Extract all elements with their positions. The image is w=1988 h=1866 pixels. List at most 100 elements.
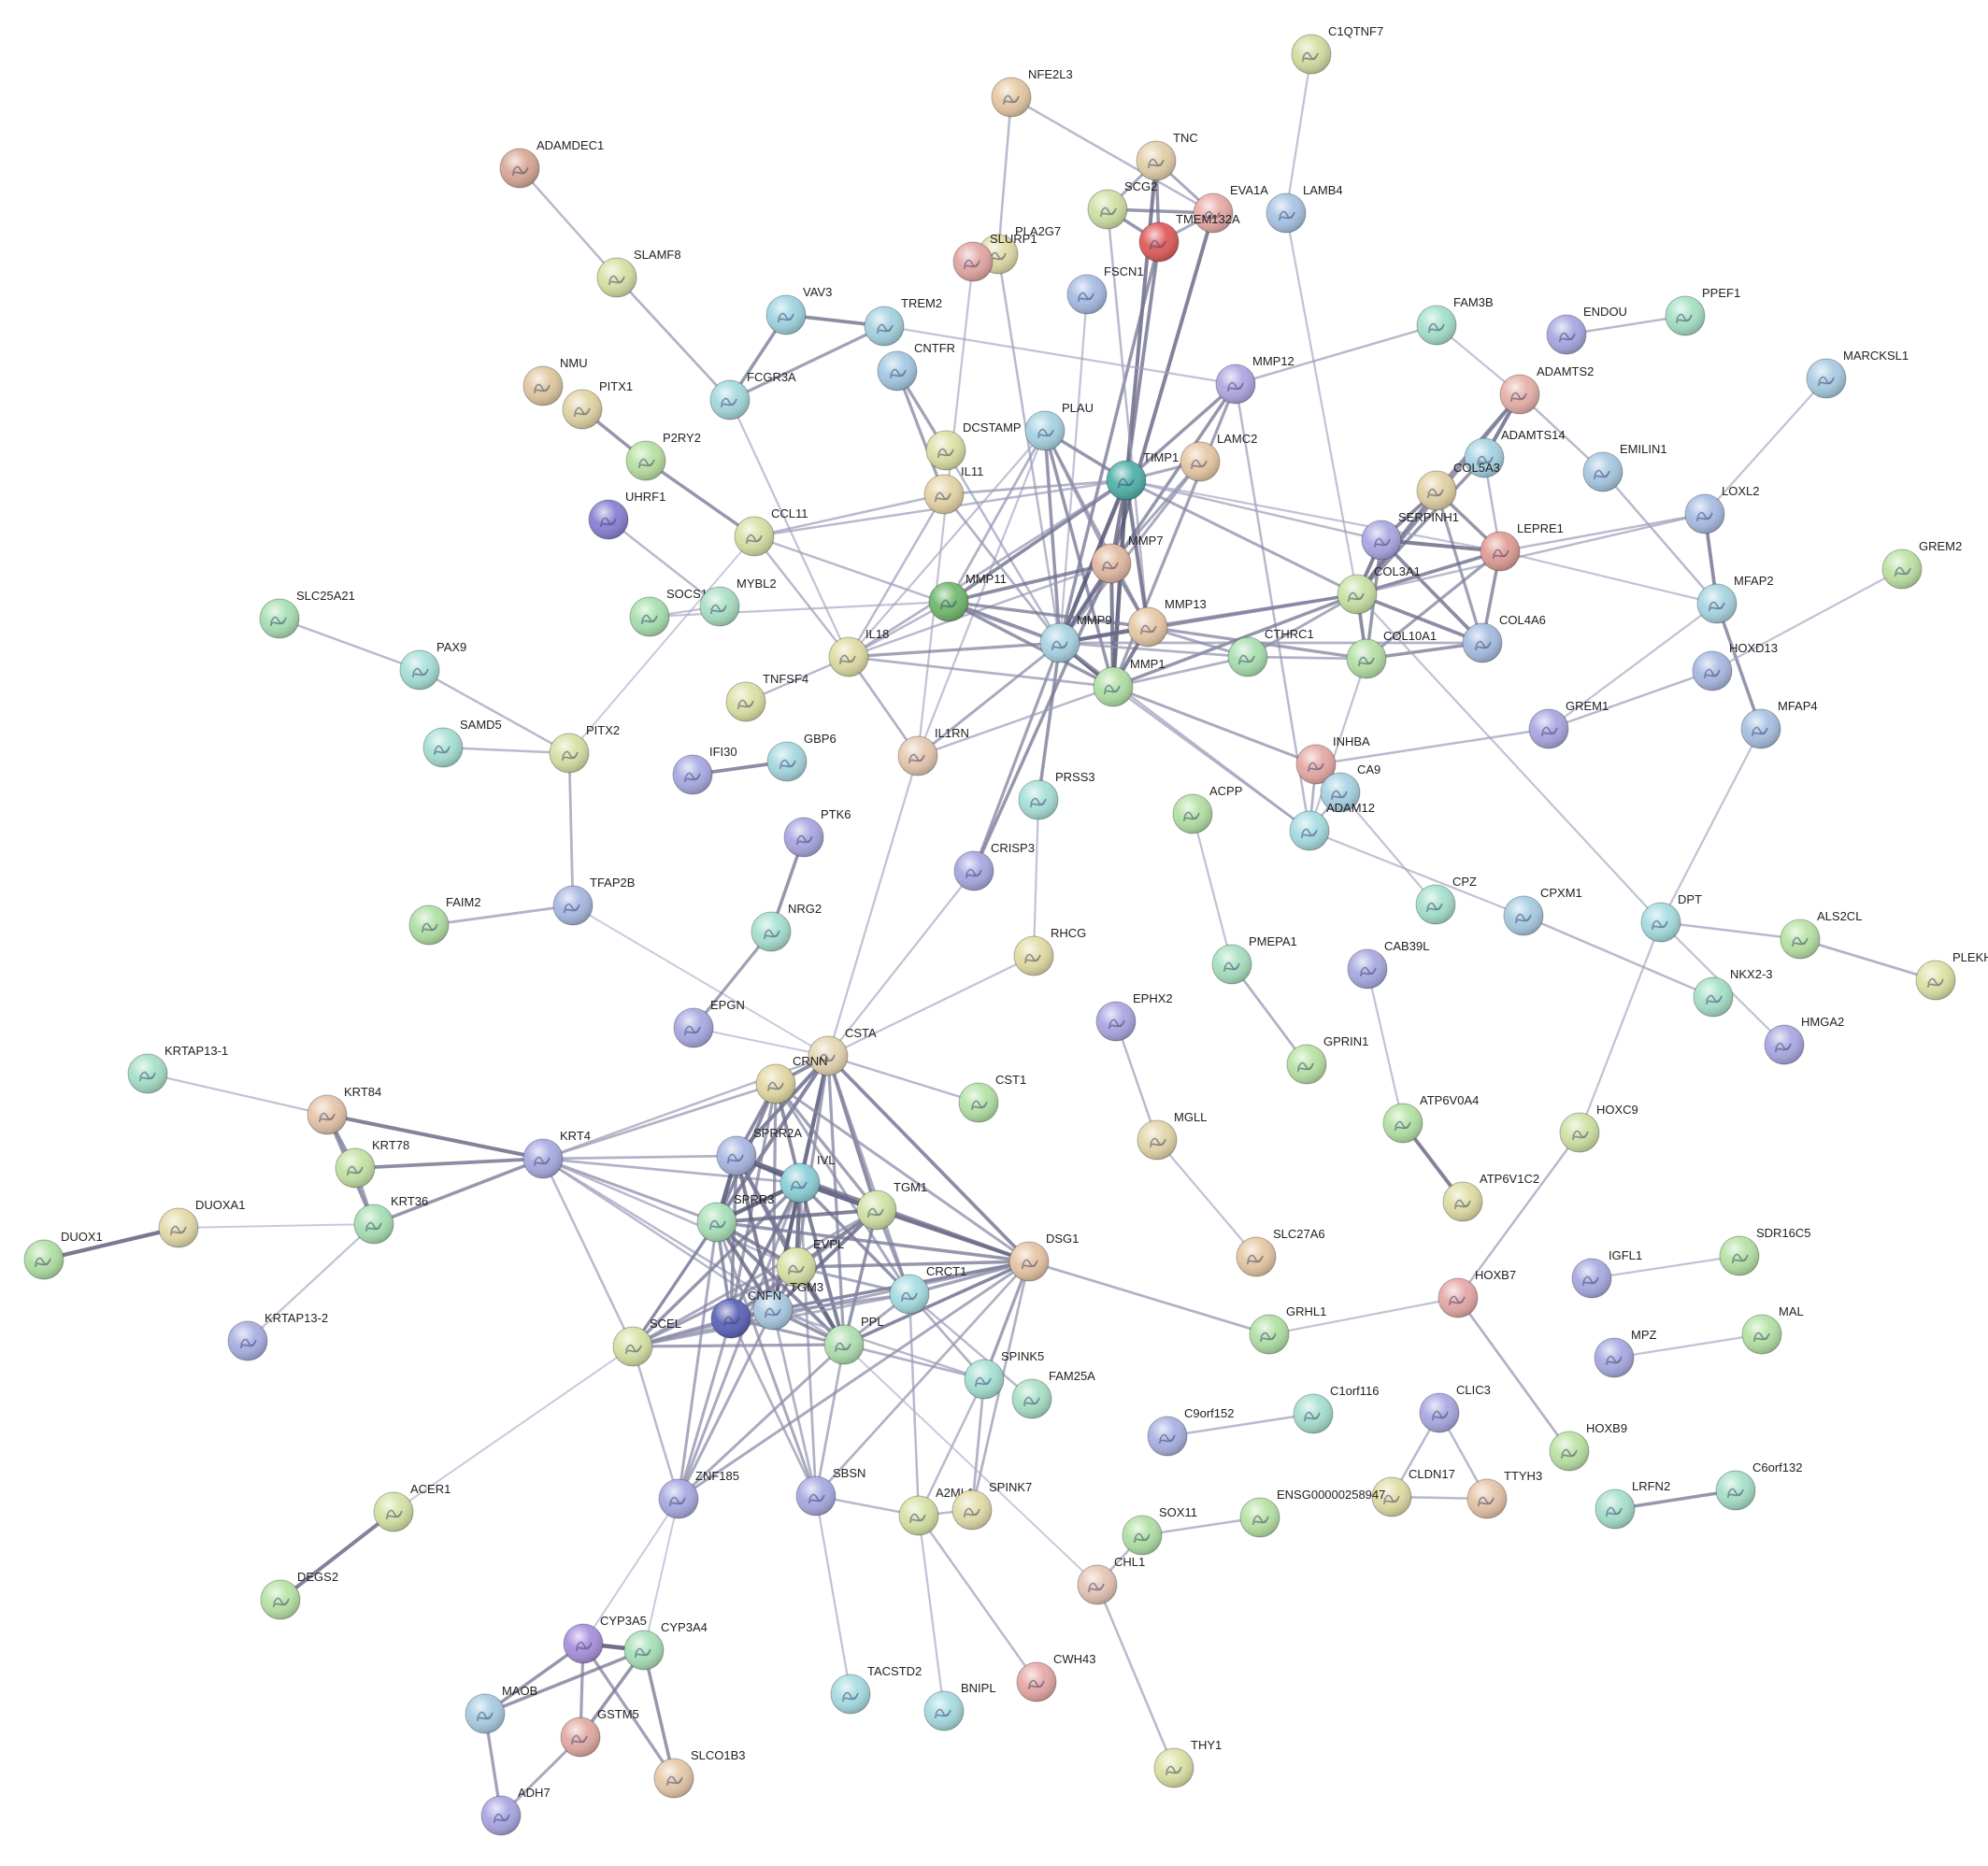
node-sdr16c5[interactable]: SDR16C5 (1719, 1226, 1811, 1276)
node-nkx2-3[interactable]: NKX2-3 (1693, 967, 1773, 1018)
node-marcksl1[interactable]: MARCKSL1 (1806, 349, 1909, 399)
node-ifi30[interactable]: IFI30 (672, 745, 737, 795)
node-pitx2[interactable]: PITX2 (549, 723, 620, 774)
node-tgm1[interactable]: TGM1 (856, 1180, 927, 1231)
node-hoxd13[interactable]: HOXD13 (1692, 641, 1778, 691)
node-tfap2b[interactable]: TFAP2B (552, 876, 635, 926)
node-tmem132a[interactable]: TMEM132A (1138, 212, 1240, 263)
node-evpl[interactable]: EVPL (776, 1237, 844, 1288)
node-fam25a[interactable]: FAM25A (1011, 1369, 1095, 1419)
node-mmp1[interactable]: MMP1 (1093, 657, 1166, 707)
node-ptk6[interactable]: PTK6 (783, 807, 851, 858)
node-tgm3[interactable]: TGM3 (752, 1280, 823, 1331)
node-fcgr3a[interactable]: FCGR3A (709, 370, 796, 420)
node-il11[interactable]: IL11 (923, 464, 983, 515)
node-duoxa1[interactable]: DUOXA1 (158, 1198, 245, 1248)
node-lamb4[interactable]: LAMB4 (1266, 183, 1343, 234)
node-krtap13-1[interactable]: KRTAP13-1 (127, 1044, 228, 1094)
node-crnn[interactable]: CRNN (755, 1054, 828, 1104)
node-socs1[interactable]: SOCS1 (629, 587, 708, 637)
node-slurp1[interactable]: SLURP1 (952, 232, 1037, 282)
node-gprin1[interactable]: GPRIN1 (1286, 1034, 1368, 1085)
node-degs2[interactable]: DEGS2 (260, 1570, 338, 1620)
node-ca9[interactable]: CA9 (1320, 762, 1380, 813)
node-endou[interactable]: ENDOU (1546, 305, 1627, 355)
node-mybl2[interactable]: MYBL2 (699, 577, 777, 627)
node-cpxm1[interactable]: CPXM1 (1503, 886, 1582, 936)
node-adamdec1[interactable]: ADAMDEC1 (499, 138, 604, 189)
node-sprr2a[interactable]: SPRR2A (716, 1126, 802, 1176)
node-grem1[interactable]: GREM1 (1528, 699, 1609, 749)
node-plau[interactable]: PLAU (1024, 401, 1094, 451)
node-hmga2[interactable]: HMGA2 (1764, 1015, 1844, 1065)
node-ttyh3[interactable]: TTYH3 (1466, 1469, 1542, 1519)
node-epgn[interactable]: EPGN (673, 998, 745, 1048)
node-tacstd2[interactable]: TACSTD2 (830, 1664, 922, 1715)
node-c9orf152[interactable]: C9orf152 (1147, 1406, 1234, 1457)
node-maob[interactable]: MAOB (465, 1684, 537, 1734)
node-acpp[interactable]: ACPP (1172, 784, 1242, 834)
node-timp1[interactable]: TIMP1 (1106, 450, 1179, 501)
node-cthrc1[interactable]: CTHRC1 (1227, 627, 1314, 677)
node-krt78[interactable]: KRT78 (335, 1138, 409, 1189)
node-slamf8[interactable]: SLAMF8 (596, 248, 681, 298)
node-hoxb9[interactable]: HOXB9 (1549, 1421, 1627, 1472)
node-mfap2[interactable]: MFAP2 (1696, 574, 1774, 624)
node-mfap4[interactable]: MFAP4 (1740, 699, 1818, 749)
node-cst1[interactable]: CST1 (958, 1073, 1026, 1123)
node-p2ry2[interactable]: P2RY2 (625, 431, 701, 481)
node-grhl1[interactable]: GRHL1 (1249, 1304, 1326, 1355)
node-mmp11[interactable]: MMP11 (928, 572, 1007, 622)
node-duox1[interactable]: DUOX1 (23, 1230, 103, 1280)
node-serpinh1[interactable]: SERPINH1 (1361, 510, 1459, 561)
node-thy1[interactable]: THY1 (1153, 1738, 1222, 1788)
node-dpt[interactable]: DPT (1640, 892, 1702, 943)
node-mmp9[interactable]: MMP9 (1039, 613, 1112, 663)
node-sbsn[interactable]: SBSN (795, 1466, 865, 1517)
node-adamts14[interactable]: ADAMTS14 (1464, 428, 1566, 478)
node-crct1[interactable]: CRCT1 (889, 1264, 966, 1315)
node-c1orf116[interactable]: C1orf116 (1293, 1384, 1380, 1434)
node-cntfr[interactable]: CNTFR (877, 341, 955, 392)
node-uhrf1[interactable]: UHRF1 (588, 490, 665, 540)
node-nmu[interactable]: NMU (522, 356, 588, 406)
node-tnfsf4[interactable]: TNFSF4 (725, 672, 808, 722)
node-il18[interactable]: IL18 (828, 627, 889, 677)
node-atp6v1c2[interactable]: ATP6V1C2 (1442, 1172, 1539, 1222)
node-ensg00000258947[interactable]: ENSG00000258947 (1239, 1488, 1385, 1538)
node-spink5[interactable]: SPINK5 (964, 1349, 1044, 1400)
node-cwh43[interactable]: CWH43 (1016, 1652, 1096, 1702)
node-dcstamp[interactable]: DCSTAMP (925, 420, 1022, 471)
node-vav3[interactable]: VAV3 (765, 285, 832, 335)
node-tnc[interactable]: TNC (1136, 131, 1198, 181)
node-mmp7[interactable]: MMP7 (1091, 534, 1164, 584)
node-nfe2l3[interactable]: NFE2L3 (991, 67, 1073, 118)
node-c6orf132[interactable]: C6orf132 (1715, 1460, 1802, 1511)
node-igfl1[interactable]: IGFL1 (1571, 1248, 1642, 1299)
node-sprr3[interactable]: SPRR3 (696, 1192, 774, 1243)
node-ccl11[interactable]: CCL11 (734, 506, 808, 557)
node-mmp13[interactable]: MMP13 (1127, 597, 1207, 648)
node-grem2[interactable]: GREM2 (1881, 539, 1962, 590)
node-ephx2[interactable]: EPHX2 (1095, 991, 1173, 1042)
node-fscn1[interactable]: FSCN1 (1066, 264, 1144, 315)
node-cpz[interactable]: CPZ (1415, 875, 1477, 925)
node-scel[interactable]: SCEL (612, 1317, 681, 1367)
node-nrg2[interactable]: NRG2 (751, 902, 822, 952)
node-slco1b3[interactable]: SLCO1B3 (653, 1748, 746, 1799)
node-ppef1[interactable]: PPEF1 (1665, 286, 1740, 336)
node-krtap13-2[interactable]: KRTAP13-2 (227, 1311, 328, 1361)
node-lrfn2[interactable]: LRFN2 (1595, 1479, 1670, 1530)
node-mpz[interactable]: MPZ (1594, 1328, 1657, 1378)
node-col10a1[interactable]: COL10A1 (1346, 629, 1437, 679)
node-cyp3a4[interactable]: CYP3A4 (623, 1620, 708, 1671)
node-als2cl[interactable]: ALS2CL (1780, 909, 1862, 960)
node-hoxb7[interactable]: HOXB7 (1437, 1268, 1516, 1318)
node-rhcg[interactable]: RHCG (1013, 926, 1086, 976)
node-col5a3[interactable]: COL5A3 (1416, 461, 1500, 511)
node-lamc2[interactable]: LAMC2 (1180, 432, 1257, 482)
node-samd5[interactable]: SAMD5 (422, 718, 502, 768)
node-inhba[interactable]: INHBA (1295, 734, 1370, 785)
node-dsg1[interactable]: DSG1 (1008, 1232, 1079, 1282)
node-mgll[interactable]: MGLL (1137, 1110, 1207, 1161)
